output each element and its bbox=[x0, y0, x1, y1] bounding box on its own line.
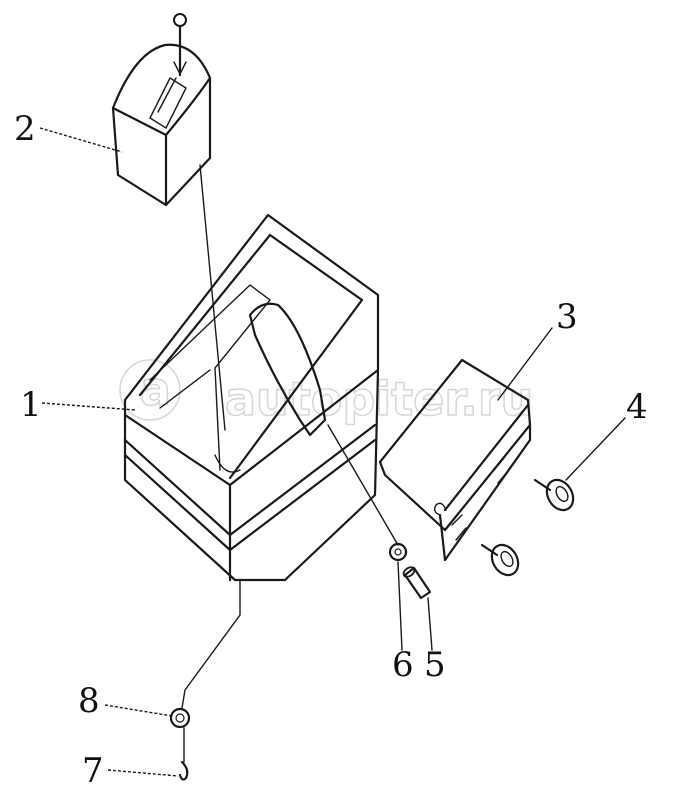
part-1-shifter-base bbox=[123, 213, 380, 582]
leader-base-to-nut bbox=[181, 579, 241, 709]
leader-4 bbox=[565, 417, 626, 481]
callout-3: 3 bbox=[556, 297, 578, 337]
leader-lines bbox=[39, 127, 626, 777]
leader-1 bbox=[41, 402, 136, 411]
leader-5 bbox=[427, 597, 433, 651]
part-4-wing-knob-lower bbox=[480, 543, 520, 577]
part-5-bolt bbox=[402, 566, 432, 600]
watermark: a autopiter.ru bbox=[119, 359, 534, 427]
part-2-knob-cap bbox=[111, 13, 212, 207]
callout-1: 1 bbox=[20, 385, 42, 425]
callout-6: 6 bbox=[392, 645, 414, 685]
part-8-nut bbox=[169, 707, 191, 729]
callout-4: 4 bbox=[626, 387, 648, 427]
leader-2 bbox=[39, 127, 123, 153]
leader-6-to-lever bbox=[327, 424, 399, 546]
callout-2: 2 bbox=[14, 109, 36, 149]
watermark-text: autopiter.ru bbox=[225, 372, 533, 426]
callout-7: 7 bbox=[82, 751, 104, 791]
leader-3 bbox=[497, 327, 553, 401]
part-7-pin bbox=[178, 727, 189, 781]
leader-8 bbox=[104, 704, 173, 717]
leader-6 bbox=[397, 561, 403, 651]
part-4-wing-knob-upper bbox=[533, 478, 575, 512]
leader-7 bbox=[107, 769, 179, 777]
callout-numbers: 2 1 3 4 6 5 8 7 bbox=[14, 109, 648, 791]
callout-8: 8 bbox=[78, 681, 100, 721]
part-3-cover-plate bbox=[378, 358, 532, 562]
leader-knob-to-shifter bbox=[199, 164, 226, 431]
callout-5: 5 bbox=[424, 645, 446, 685]
part-6-washer bbox=[388, 542, 408, 562]
